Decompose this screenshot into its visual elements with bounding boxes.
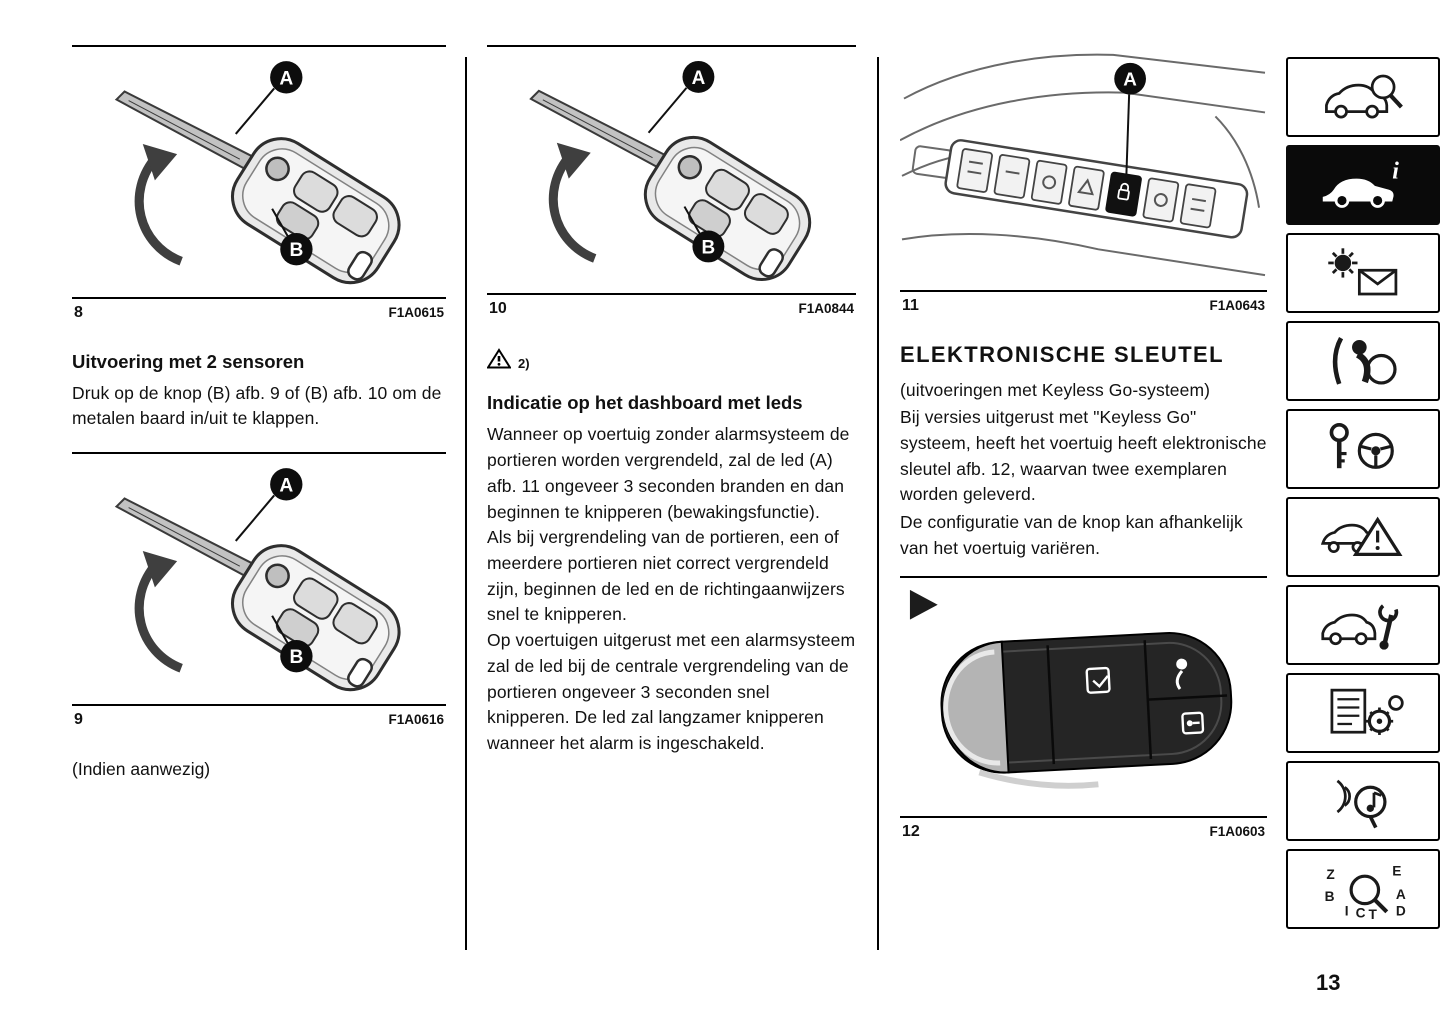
figure-code: F1A0844: [798, 301, 854, 317]
svg-text:B: B: [1325, 889, 1335, 904]
paragraph: Op voertuigen uitgerust met een alarmsys…: [487, 630, 856, 753]
paragraph: Bij versies uitgerust met "Keyless Go" s…: [900, 407, 1267, 505]
flip-key-illustration: A B: [487, 47, 856, 293]
column-3: A 11 F1A0643 ELEKTRONISCHE SLEUTEL (uitv…: [900, 45, 1267, 841]
image-corner-marker: [909, 589, 938, 620]
car-info-icon: i: [1322, 159, 1399, 208]
sidebar-item-vehicle-overview: [1286, 57, 1440, 137]
figure-8-caption: 8 F1A0615: [72, 296, 446, 322]
svg-text:I: I: [1345, 904, 1349, 919]
section-heading-elektronische-sleutel: ELEKTRONISCHE SLEUTEL: [900, 341, 1224, 367]
figure-10: A B 10 F1A0844: [487, 45, 856, 318]
section-tab-strip: i: [1286, 57, 1440, 937]
column-divider: [877, 57, 879, 950]
figure-number: 12: [902, 822, 920, 840]
keyless-go-fob-illustration: [909, 589, 1233, 789]
svg-text:Z: Z: [1326, 867, 1334, 882]
column-divider: [465, 57, 467, 950]
car-magnifier-icon: [1325, 74, 1403, 119]
figure-12: 12 F1A0603: [900, 575, 1267, 841]
figure-number: 11: [902, 296, 919, 314]
car-warning-triangle-icon: [1320, 516, 1403, 556]
document-gears-icon: [1330, 688, 1404, 735]
warning-triangle-icon: [487, 348, 511, 369]
label-b-badge: B: [702, 237, 716, 258]
label-b-badge: B: [289, 240, 303, 261]
sidebar-item-warning-lights-messages: [1286, 233, 1440, 313]
column-2: A B 10 F1A0844 2) Indicatie op het dashb…: [487, 45, 856, 757]
figure-code: F1A0643: [1209, 297, 1265, 313]
figure-number: 10: [489, 300, 507, 318]
subheading: (uitvoeringen met Keyless Go-systeem): [900, 379, 1211, 400]
figure-11-image: A: [900, 45, 1267, 290]
figure-10-caption: 10 F1A0844: [487, 293, 856, 318]
paragraph: Druk op de knop (B) afb. 9 of (B) afb. 1…: [72, 382, 442, 429]
svg-text:T: T: [1368, 907, 1377, 921]
sidebar-item-starting-driving: [1286, 409, 1440, 489]
figure-code: F1A0603: [1209, 823, 1265, 839]
figure-number: 8: [74, 303, 83, 321]
sidebar-item-service-maintenance: [1286, 585, 1440, 665]
dashboard-switch-panel-illustration: A: [900, 53, 1266, 277]
multimedia-icon: [1336, 779, 1387, 829]
label-a-badge: A: [1123, 69, 1137, 90]
sidebar-item-getting-to-know-active: i: [1286, 145, 1440, 225]
warning-footnote-number: 2): [518, 356, 530, 372]
section-heading-dashboard-leds: Indicatie op het dashboard met leds: [487, 392, 803, 414]
warning-note-reference: 2): [487, 348, 856, 372]
figure-10-image: A B: [487, 45, 856, 293]
figure-11-caption: 11 F1A0643: [900, 289, 1267, 315]
figure-9-caption: 9 F1A0616: [72, 703, 446, 729]
figure-code: F1A0615: [388, 304, 444, 320]
paragraph: De configuratie van de knop kan afhankel…: [900, 512, 1243, 558]
sun-envelope-icon: [1328, 248, 1398, 296]
key-steering-icon: [1329, 422, 1394, 469]
section-heading-2-sensoren: Uitvoering met 2 sensoren: [72, 350, 305, 372]
flip-key-illustration: A B: [72, 454, 446, 704]
figure-9-image: A B: [72, 452, 446, 704]
paragraph: Wanneer op voertuig zonder alarmsysteem …: [487, 424, 850, 522]
svg-text:D: D: [1396, 904, 1406, 919]
column-1: A B 8 F1A0615 Uitvoering met 2 sensoren …: [72, 45, 446, 780]
label-a-badge: A: [279, 68, 293, 89]
sidebar-item-index: Z E B A I C T D: [1286, 849, 1440, 929]
page-number: 13: [1316, 970, 1341, 995]
sidebar-item-technical-data: [1286, 673, 1440, 753]
sidebar-item-safety: [1286, 321, 1440, 401]
sidebar-item-multimedia: [1286, 761, 1440, 841]
person-airbag-icon: [1332, 337, 1397, 385]
svg-text:C: C: [1356, 905, 1366, 920]
paragraph: Als bij vergrendeling van de portieren, …: [487, 527, 845, 625]
figure-number: 9: [74, 710, 83, 728]
label-a-badge: A: [692, 68, 706, 89]
sidebar-item-emergency: [1286, 497, 1440, 577]
figure-8-image: A B: [72, 45, 446, 297]
svg-text:A: A: [1396, 887, 1406, 902]
figure-12-caption: 12 F1A0603: [900, 815, 1267, 841]
figure-11: A 11 F1A0643: [900, 45, 1267, 315]
figure-code: F1A0616: [388, 711, 444, 727]
index-search-icon: Z E B A I C T D: [1325, 863, 1406, 921]
info-glyph: i: [1392, 159, 1399, 185]
availability-note: (Indien aanwezig): [72, 758, 211, 779]
label-b-badge: B: [289, 647, 303, 668]
flip-key-illustration: A B: [72, 47, 446, 297]
label-a-badge: A: [279, 476, 293, 497]
figure-12-image: [900, 575, 1267, 816]
car-wrench-icon: [1321, 604, 1399, 650]
figure-8: A B 8 F1A0615: [72, 45, 446, 322]
figure-9: A B 9 F1A0616: [72, 452, 446, 729]
svg-text:E: E: [1392, 863, 1401, 878]
